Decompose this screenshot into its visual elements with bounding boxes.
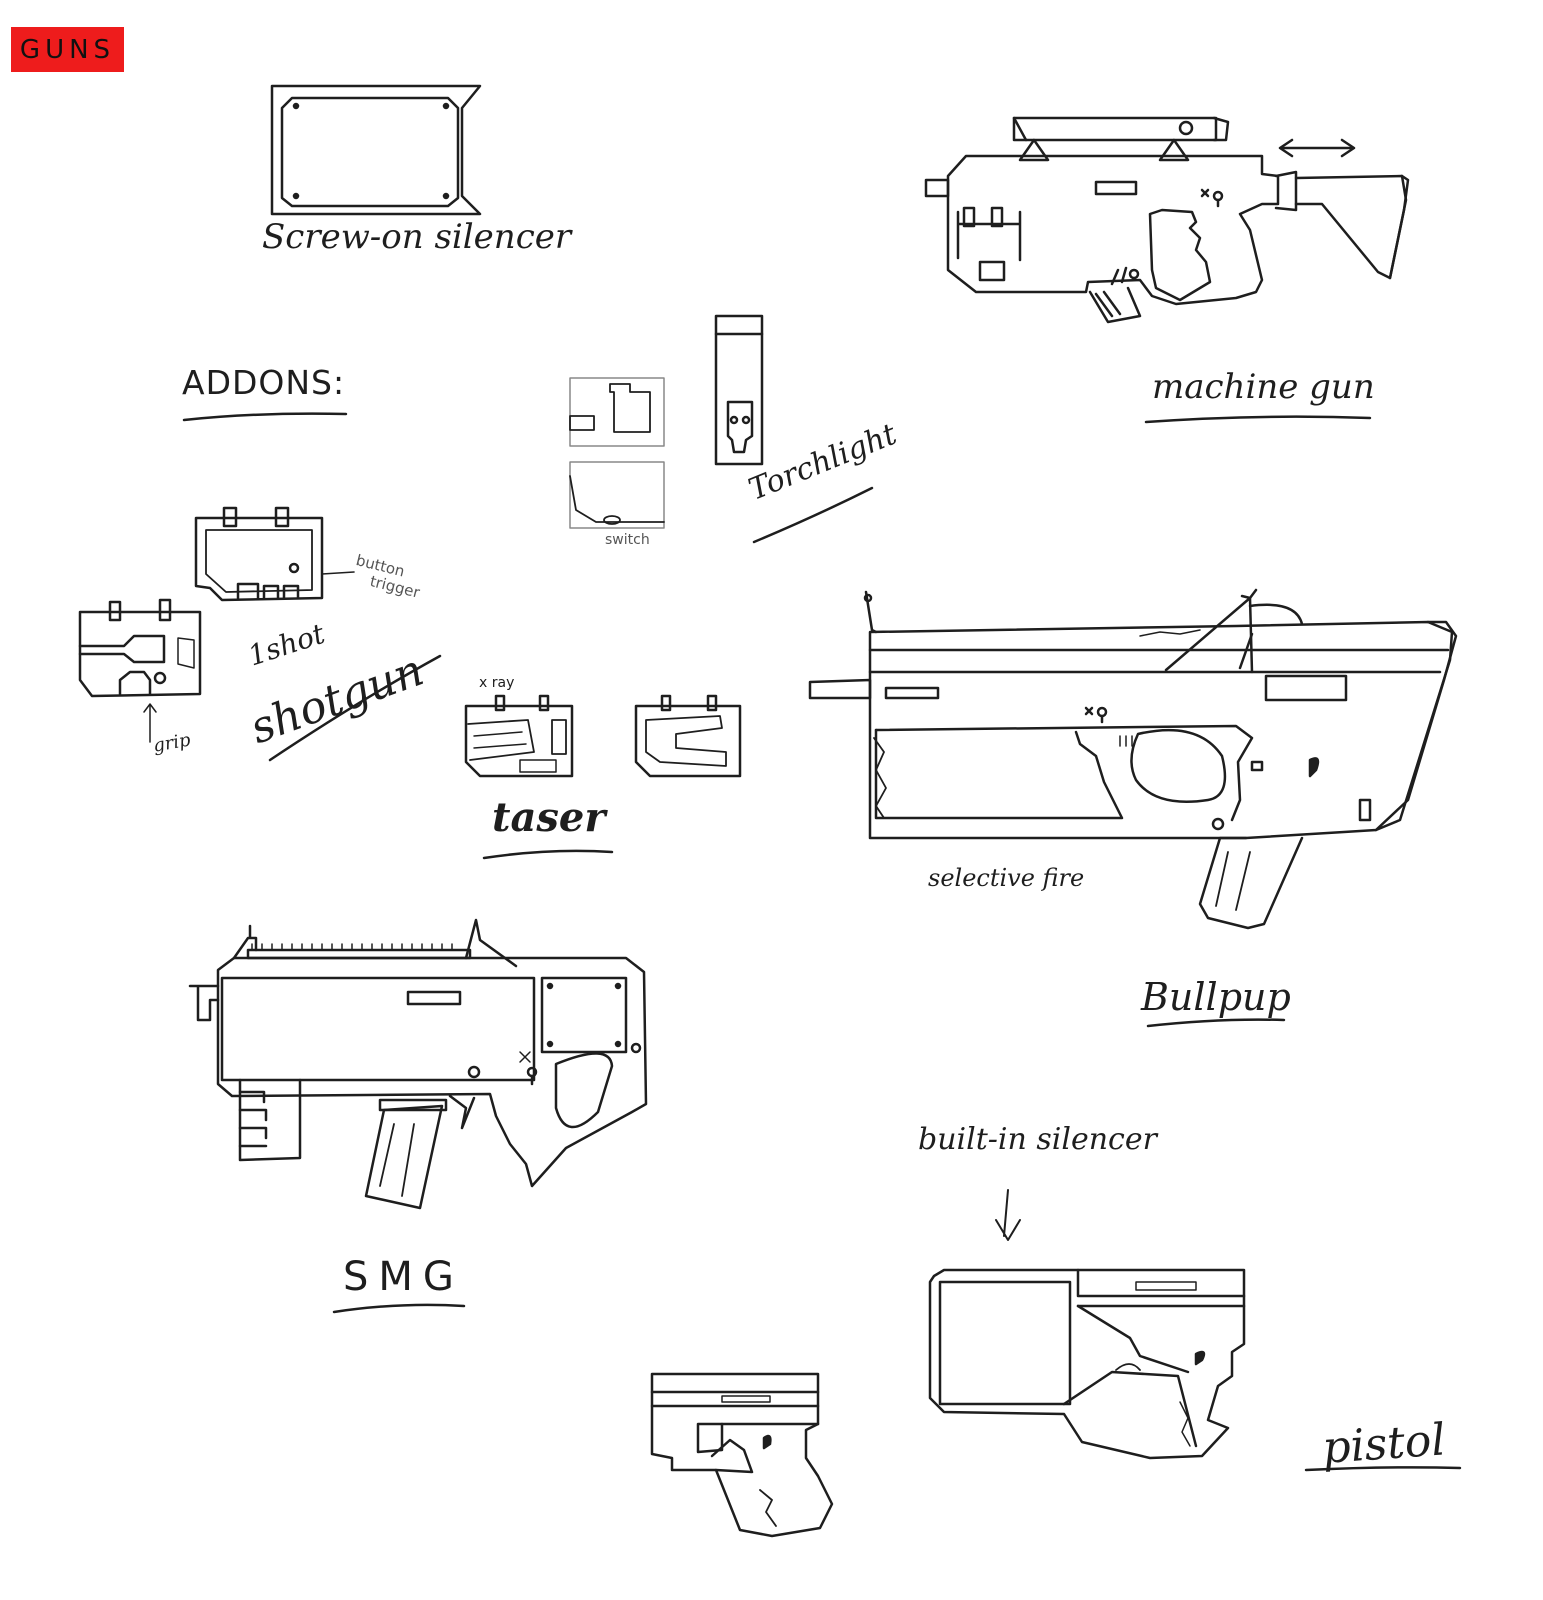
pistol-small-sketch	[650, 1372, 834, 1538]
smg-label: SMG	[343, 1254, 464, 1300]
torchlight-addon-sketch	[569, 314, 764, 529]
screw-on-silencer-label: Screw-on silencer	[262, 217, 572, 257]
screw-on-silencer-sketch	[270, 84, 482, 216]
machine-gun-label: machine gun	[1152, 367, 1375, 407]
bullpup-sketch	[808, 588, 1458, 930]
taser-addon-sketch	[464, 694, 742, 778]
bullpup-label: Bullpup	[1141, 975, 1291, 1019]
label-underlines	[182, 412, 1462, 1472]
selective-fire-label: selective fire	[928, 864, 1085, 892]
shotgun-addon-upper-sketch	[194, 506, 355, 602]
smg-sketch	[188, 918, 648, 1210]
pistol-large-sketch	[928, 1189, 1246, 1460]
built-in-silencer-label: built-in silencer	[918, 1122, 1157, 1157]
shotgun-addon-lower-sketch	[78, 598, 202, 743]
x-ray-label: x ray	[479, 675, 515, 691]
switch-label: switch	[605, 532, 650, 548]
guns-title-tag: GUNS	[11, 27, 124, 72]
addons-heading: ADDONS:	[182, 363, 346, 402]
machine-gun-sketch	[924, 116, 1410, 324]
taser-label: taser	[492, 794, 606, 841]
pistol-label: pistol	[1320, 1414, 1448, 1474]
